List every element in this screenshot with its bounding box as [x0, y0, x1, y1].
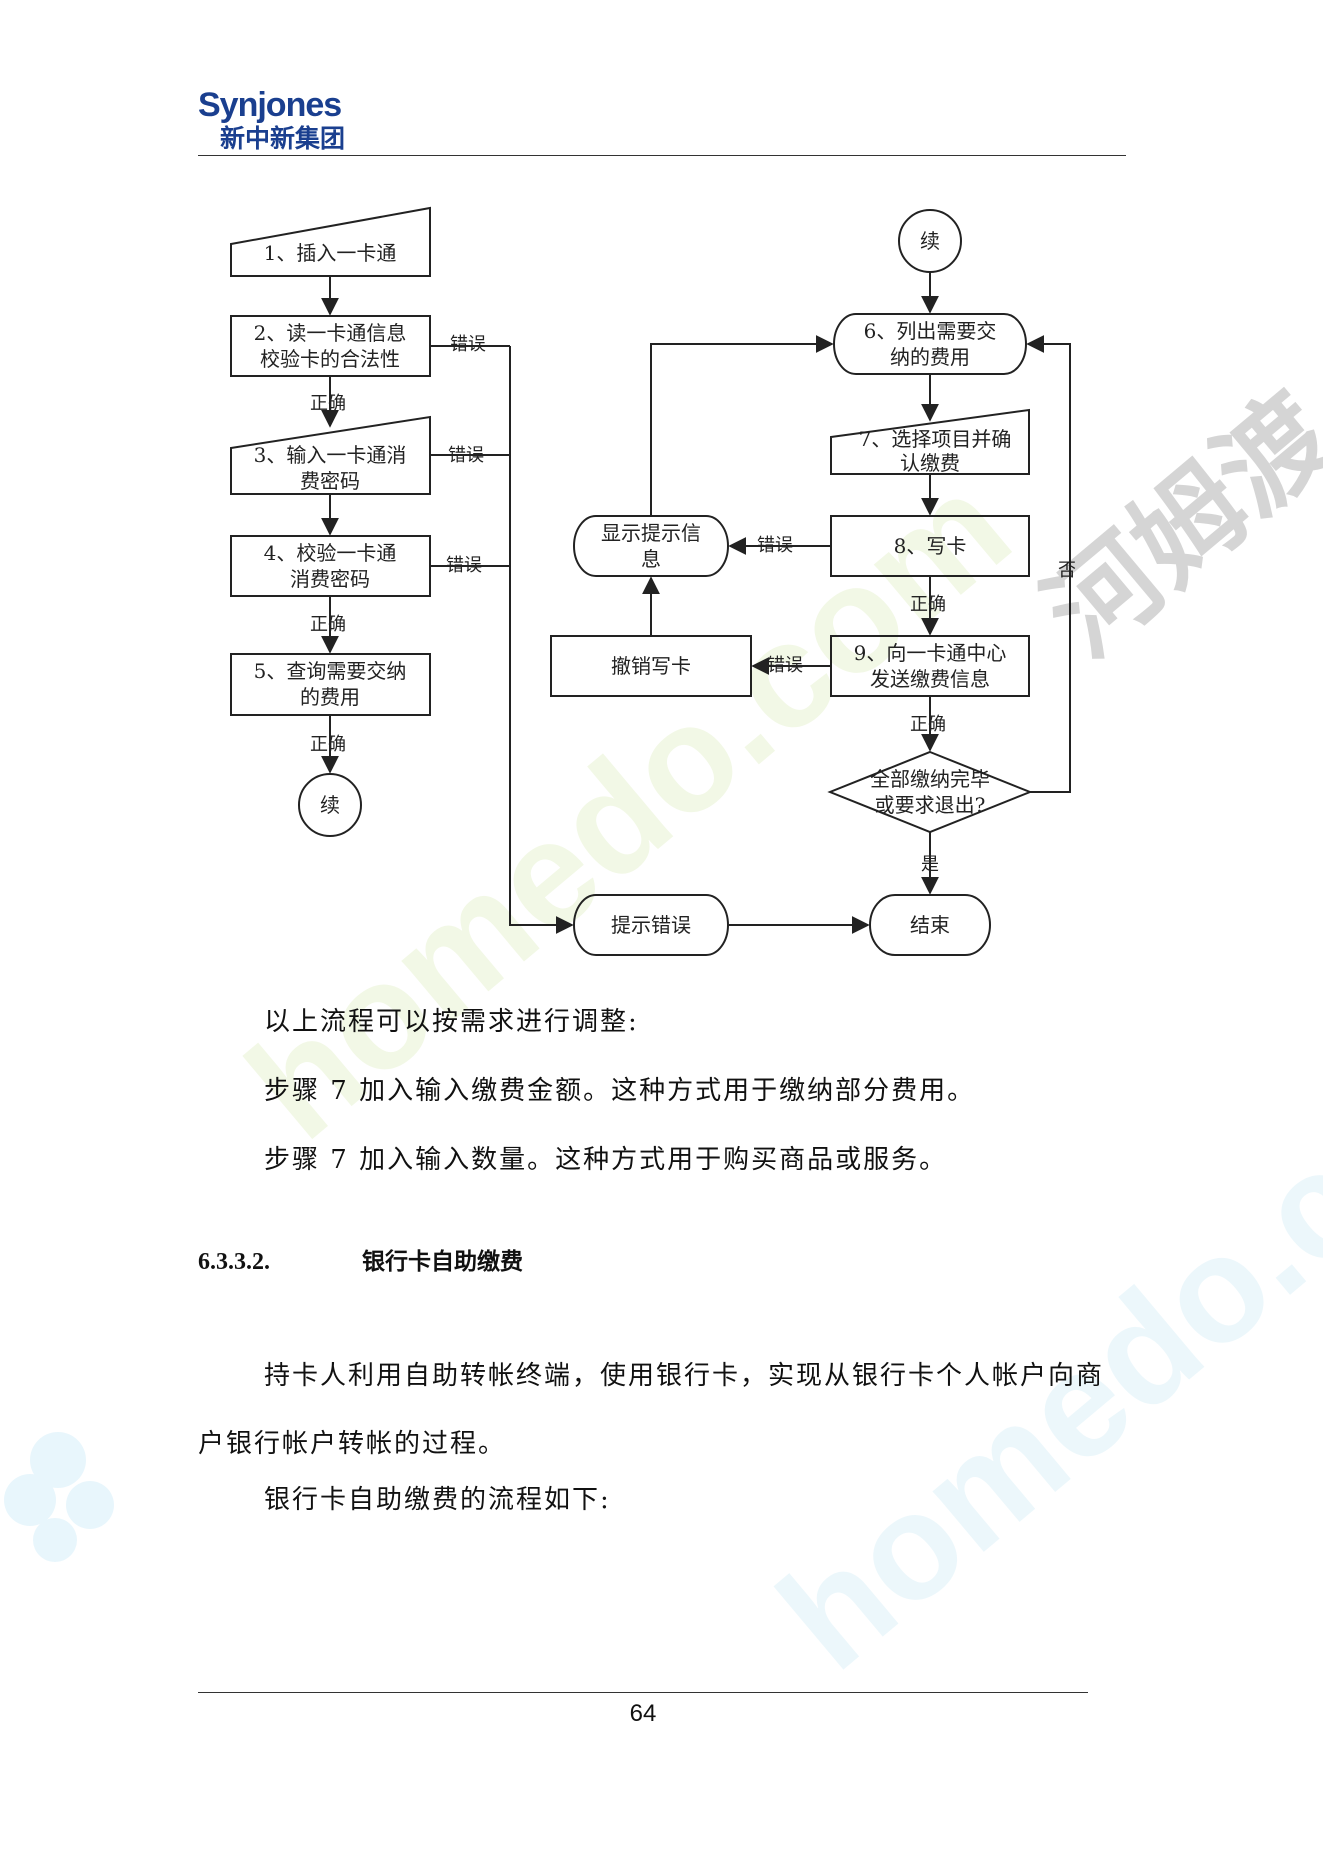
edge-label-error: 错误 [450, 334, 486, 355]
node-prompt-error: 提示错误 [611, 913, 691, 937]
section-title: 银行卡自助缴费 [362, 1249, 523, 1275]
footer-rule [198, 1692, 1088, 1693]
node-insert-card-shape [230, 206, 431, 277]
node-decision-line2: 或要求退出? [875, 793, 986, 817]
node-list-fees-line2: 纳的费用 [890, 345, 970, 369]
node-decision-line1: 全部缴纳完毕 [870, 767, 990, 791]
page-number: 64 [629, 1700, 657, 1727]
node-enter-password-shape [230, 415, 431, 495]
paragraph-adjust-intro: 以上流程可以按需求进行调整: [264, 1007, 639, 1037]
node-send-info-line1: 9、向一卡通中心 [854, 641, 1007, 665]
edge-err-bus [509, 346, 574, 934]
paragraph-step7-amount: 步骤 7 加入输入缴费金额。这种方式用于缴纳部分费用。 [264, 1076, 976, 1106]
node-read-card-line2: 校验卡的合法性 [260, 347, 400, 371]
header-rule [198, 155, 1126, 156]
node-show-info-line1: 显示提示信 [601, 521, 701, 545]
section-number: 6.3.3.2. [198, 1249, 270, 1275]
paragraph-flow-intro: 银行卡自助缴费的流程如下: [264, 1485, 611, 1515]
node-decision-shape [827, 750, 1033, 834]
node-list-fees-shape [833, 313, 1027, 375]
edge-label-error: 错误 [767, 655, 803, 676]
node-verify-password-line2: 消费密码 [290, 567, 370, 591]
node-prompt-error-shape [573, 894, 729, 956]
node-select-items-shape [830, 408, 1030, 475]
connector-left-shape [298, 773, 362, 837]
edge-label-correct: 正确 [310, 393, 346, 414]
edge-show-6 [650, 335, 834, 516]
company-logo: Synjones 新中新集团 [198, 88, 345, 154]
edge-dec-loop [1026, 335, 1071, 793]
edge-label-error: 错误 [757, 535, 793, 556]
edge-label-error: 错误 [448, 445, 484, 466]
node-end-shape [869, 894, 991, 956]
node-insert-card: 1、插入一卡通 [264, 241, 397, 265]
connector-left: 续 [320, 793, 340, 817]
node-query-fees-line2: 的费用 [300, 685, 360, 709]
node-undo-write: 撤销写卡 [611, 654, 691, 678]
node-query-fees-line1: 5、查询需要交纳 [254, 659, 407, 683]
edge-label-correct: 正确 [910, 714, 946, 735]
edge-label-correct: 正确 [910, 594, 946, 615]
connector-right: 续 [920, 229, 940, 253]
node-enter-password-line1: 3、输入一卡通消 [254, 443, 407, 467]
paragraph-bank-card-description: 持卡人利用自助转帐终端，使用银行卡，实现从银行卡个人帐户向商户银行帐户转帐的过程… [198, 1361, 1105, 1459]
node-select-items-line2: 认缴费 [900, 451, 960, 475]
logo-chinese-text: 新中新集团 [220, 124, 346, 153]
edge-label-correct: 正确 [310, 614, 346, 635]
node-show-info-line2: 息 [641, 547, 661, 571]
section-heading: 6.3.3.2. 银行卡自助缴费 [198, 1242, 523, 1276]
node-show-info-shape [573, 515, 729, 577]
paragraph-step7-quantity: 步骤 7 加入输入数量。这种方式用于购买商品或服务。 [264, 1145, 948, 1175]
logo-latin-text: Synjones [198, 86, 342, 124]
edge-label-no: 否 [1058, 560, 1076, 581]
node-verify-password-line1: 4、校验一卡通 [264, 541, 397, 565]
edge-label-error: 错误 [446, 555, 482, 576]
node-end: 结束 [910, 913, 950, 937]
node-enter-password-line2: 费密码 [300, 469, 360, 493]
node-send-info-line2: 发送缴费信息 [870, 667, 990, 691]
node-select-items-line1: 7、选择项目并确 [859, 427, 1012, 451]
edge-label-correct: 正确 [310, 734, 346, 755]
node-list-fees-line1: 6、列出需要交 [864, 319, 997, 343]
edge-label-yes: 是 [921, 854, 939, 875]
node-read-card-line1: 2、读一卡通信息 [254, 321, 407, 345]
node-write-card: 8、写卡 [894, 534, 967, 558]
